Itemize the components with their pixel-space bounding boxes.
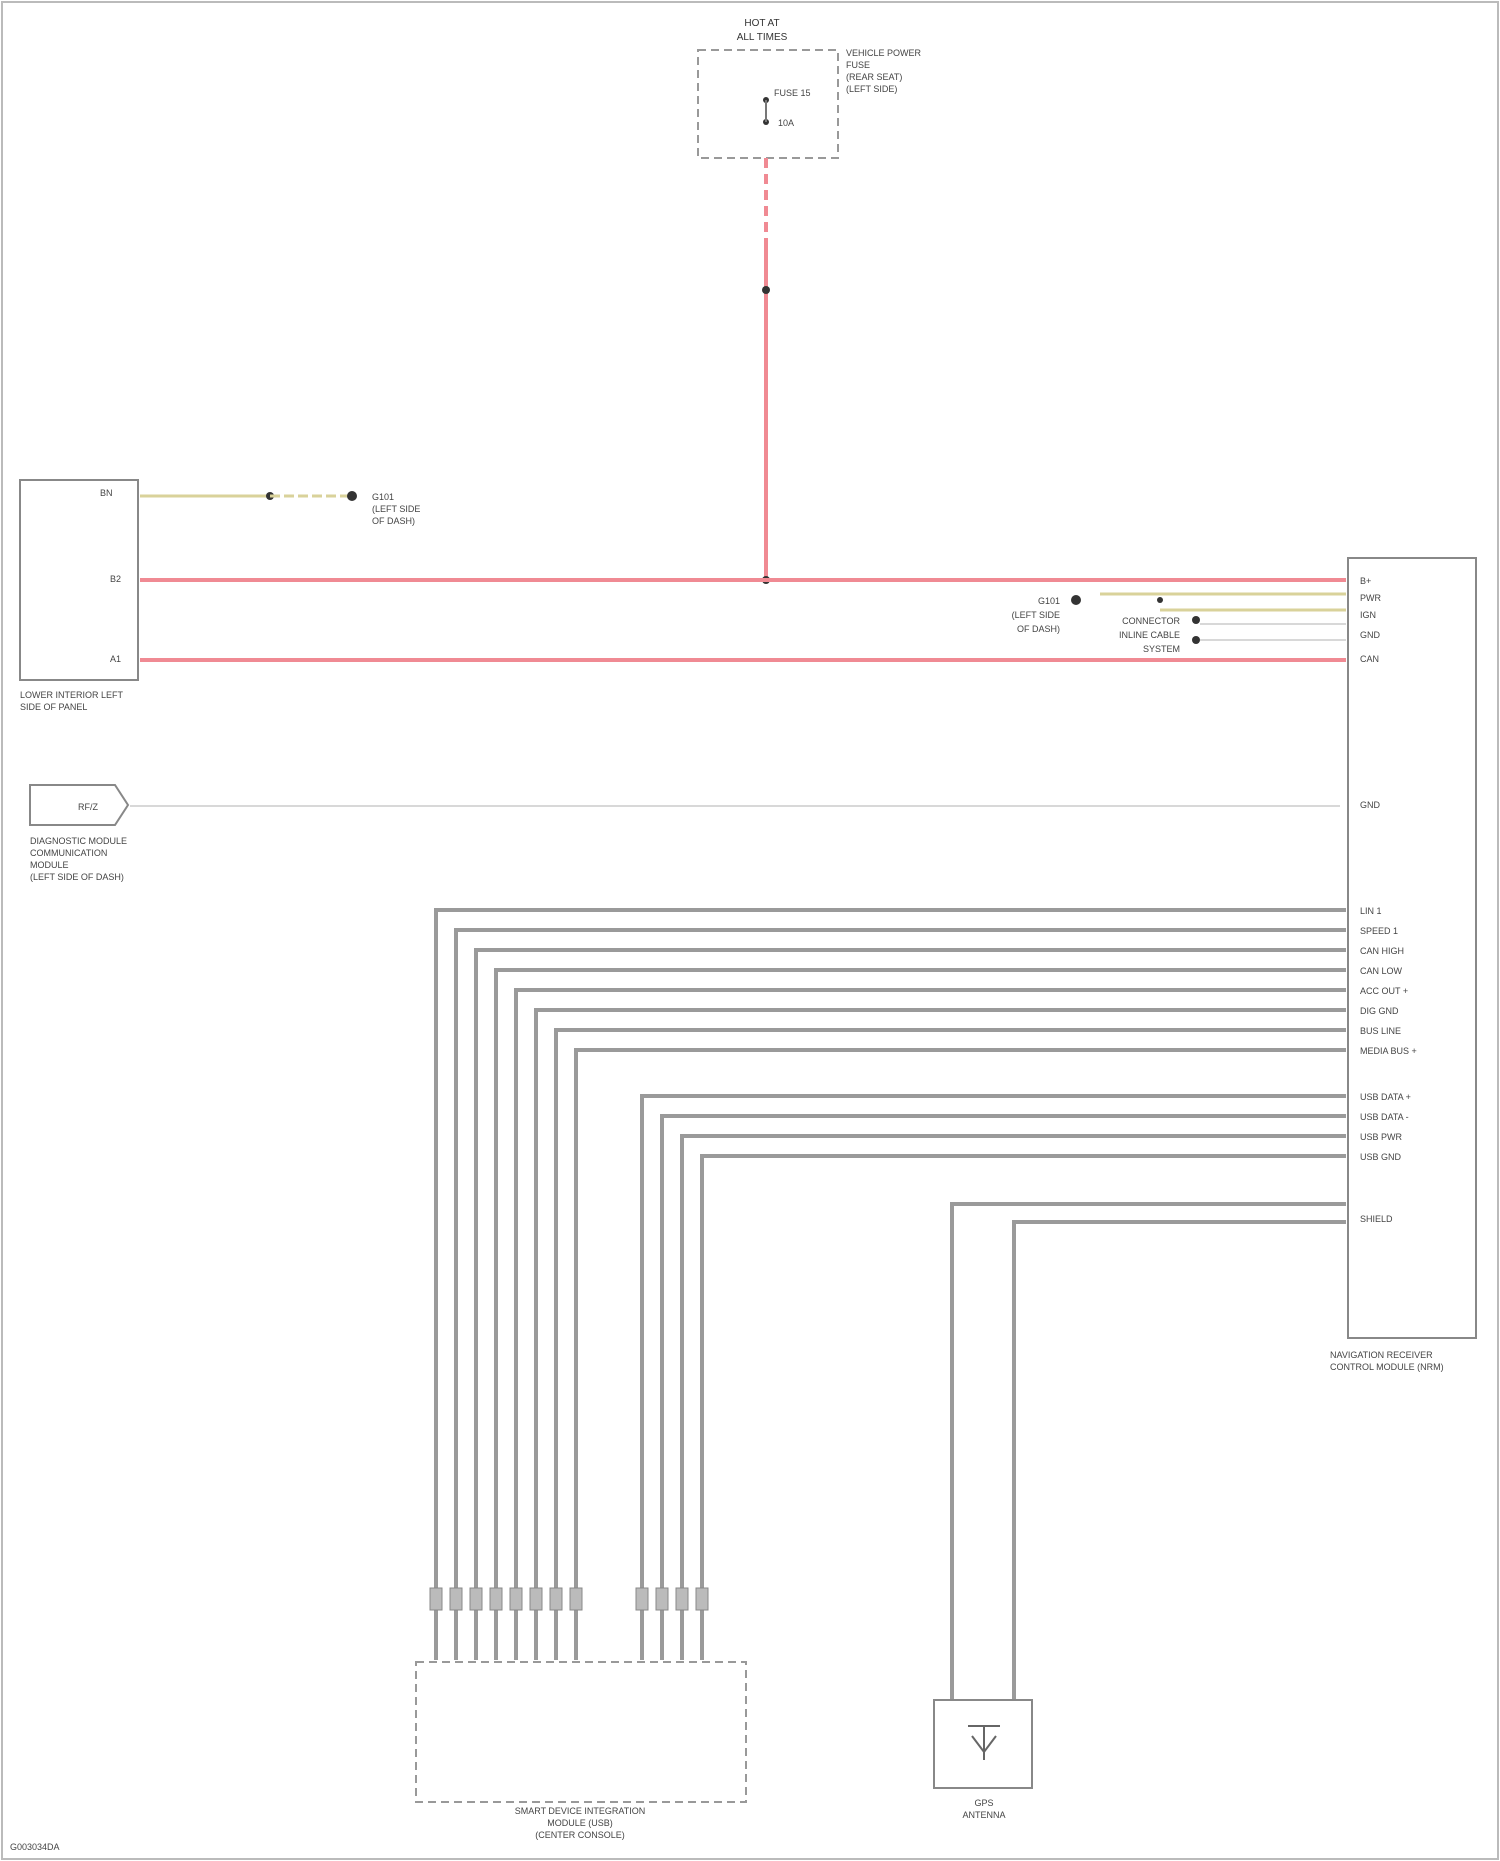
ground-left-3: OF DASH) xyxy=(372,516,415,526)
harness-1-connector xyxy=(550,1588,562,1610)
right-mid-pin: GND xyxy=(1360,800,1381,810)
gps-antenna[interactable]: GPS ANTENNA xyxy=(934,1700,1032,1820)
right-module[interactable]: B+ PWR IGN GND CAN GND LIN 1 SPEED 1 CAN H… xyxy=(1330,558,1476,1372)
usb-module-outline xyxy=(416,1662,746,1802)
harness-1-connector xyxy=(450,1588,462,1610)
nrm-pin-label: USB DATA - xyxy=(1360,1112,1409,1122)
antenna-caption-2: ANTENNA xyxy=(962,1810,1005,1820)
harness-1-connector xyxy=(570,1588,582,1610)
nrm-pin-label: USB GND xyxy=(1360,1152,1402,1162)
fuse-box-sub-label: ALL TIMES xyxy=(737,32,788,43)
right-top-pin-5: CAN xyxy=(1360,654,1379,664)
harness-2-wire xyxy=(662,1116,1346,1660)
harness-1-wire xyxy=(476,950,1346,1660)
harness-1-connector xyxy=(530,1588,542,1610)
left-module[interactable]: BN B2 A1 LOWER INTERIOR LEFT SIDE OF PAN… xyxy=(20,480,138,712)
footer-code: G003034DA xyxy=(10,1842,60,1852)
nrm-pin-label: MEDIA BUS + xyxy=(1360,1046,1417,1056)
mid-ground-2: (LEFT SIDE xyxy=(1012,610,1060,620)
diag-pin: RF/Z xyxy=(78,802,98,812)
connector-dot-2 xyxy=(1192,636,1200,644)
left-caption-1: LOWER INTERIOR LEFT xyxy=(20,690,124,700)
right-top-pin-2: PWR xyxy=(1360,593,1381,603)
right-caption-1: NAVIGATION RECEIVER xyxy=(1330,1350,1433,1360)
nrm-pin-label: LIN 1 xyxy=(1360,906,1382,916)
harness-1-wire xyxy=(496,970,1346,1660)
antenna-icon xyxy=(968,1726,1000,1760)
fuse-box[interactable]: HOT AT ALL TIMES VEHICLE POWER FUSE (REA… xyxy=(698,18,922,158)
harness-group-2 xyxy=(636,1096,1346,1660)
mid-ground-1: G101 xyxy=(1038,596,1060,606)
left-pin-2: B2 xyxy=(110,574,121,584)
harness-2-connector xyxy=(656,1588,668,1610)
harness-group-1 xyxy=(430,910,1346,1660)
harness-1-wire xyxy=(456,930,1346,1660)
splice-mid xyxy=(1157,597,1163,603)
nrm-pin-label: CAN LOW xyxy=(1360,966,1403,976)
mid-note-2: INLINE CABLE xyxy=(1119,630,1180,640)
nrm-pin-label: ACC OUT + xyxy=(1360,986,1408,996)
diag-caption-4: (LEFT SIDE OF DASH) xyxy=(30,872,124,882)
right-top-pin-1: B+ xyxy=(1360,576,1371,586)
antenna-wire-2 xyxy=(1014,1222,1346,1700)
fuse-amp: 10A xyxy=(778,118,794,128)
harness-2-connector xyxy=(676,1588,688,1610)
usb-module[interactable]: SMART DEVICE INTEGRATION MODULE (USB) (C… xyxy=(416,1662,746,1840)
usb-caption-1: SMART DEVICE INTEGRATION xyxy=(515,1806,646,1816)
fuse-box-outline xyxy=(698,50,838,158)
mid-note-1: CONNECTOR xyxy=(1122,616,1180,626)
fuse-box-desc-3: (REAR SEAT) xyxy=(846,72,902,82)
mid-ground-3: OF DASH) xyxy=(1017,624,1060,634)
connector-dot-1 xyxy=(1192,616,1200,624)
harness-1-connector xyxy=(490,1588,502,1610)
nrm-pin-label: USB DATA + xyxy=(1360,1092,1411,1102)
ground-left-2: (LEFT SIDE xyxy=(372,504,420,514)
right-caption-2: CONTROL MODULE (NRM) xyxy=(1330,1362,1444,1372)
harness-2-connector xyxy=(696,1588,708,1610)
harness-1-wire xyxy=(576,1050,1346,1660)
fuse-box-top-label: HOT AT xyxy=(744,18,779,29)
nrm-pin-label: USB PWR xyxy=(1360,1132,1403,1142)
mid-note-3: SYSTEM xyxy=(1143,644,1180,654)
splice-upper xyxy=(762,286,770,294)
harness-2-wire xyxy=(642,1096,1346,1660)
harness-2-connector xyxy=(636,1588,648,1610)
left-pin-3: A1 xyxy=(110,654,121,664)
nrm-pin-label: CAN HIGH xyxy=(1360,946,1404,956)
right-shield-pin: SHIELD xyxy=(1360,1214,1393,1224)
ground-left-1: G101 xyxy=(372,492,394,502)
diag-module[interactable]: RF/Z DIAGNOSTIC MODULE COMMUNICATION MOD… xyxy=(30,785,128,882)
fuse-box-desc-4: (LEFT SIDE) xyxy=(846,84,897,94)
fuse-label: FUSE 15 xyxy=(774,88,811,98)
fuse-box-desc-2: FUSE xyxy=(846,60,870,70)
antenna-caption-1: GPS xyxy=(974,1798,993,1808)
ground-point-left xyxy=(347,491,357,501)
ground-point-mid xyxy=(1071,595,1081,605)
harness-1-wire xyxy=(536,1010,1346,1660)
right-top-pin-4: GND xyxy=(1360,630,1381,640)
fuse-box-desc-1: VEHICLE POWER xyxy=(846,48,922,58)
nrm-pin-label: BUS LINE xyxy=(1360,1026,1401,1036)
diag-caption-1: DIAGNOSTIC MODULE xyxy=(30,836,127,846)
harness-1-connector xyxy=(510,1588,522,1610)
diag-caption-3: MODULE xyxy=(30,860,69,870)
nrm-pin-label: DIG GND xyxy=(1360,1006,1399,1016)
harness-1-connector xyxy=(430,1588,442,1610)
usb-caption-2: MODULE (USB) xyxy=(547,1818,613,1828)
diag-caption-2: COMMUNICATION xyxy=(30,848,107,858)
left-caption-2: SIDE OF PANEL xyxy=(20,702,87,712)
left-pin-1: BN xyxy=(100,488,113,498)
harness-2-wire xyxy=(702,1156,1346,1660)
antenna-wire-1 xyxy=(952,1204,1346,1700)
harness-1-connector xyxy=(470,1588,482,1610)
nrm-pin-label: SPEED 1 xyxy=(1360,926,1398,936)
usb-caption-3: (CENTER CONSOLE) xyxy=(535,1830,625,1840)
right-top-pin-3: IGN xyxy=(1360,610,1376,620)
harness-1-wire xyxy=(436,910,1346,1660)
